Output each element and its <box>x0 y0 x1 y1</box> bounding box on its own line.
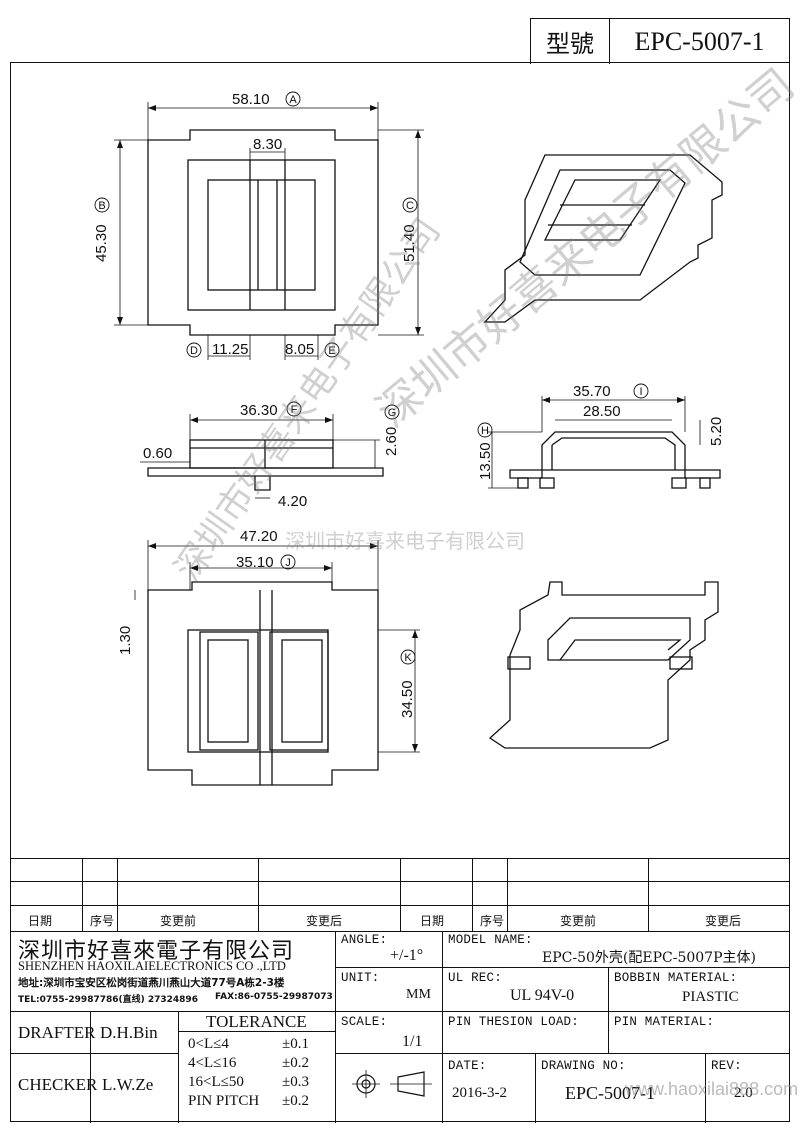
dim-d: 11.25 <box>212 341 248 358</box>
pin-material-label: PIN MATERIAL: <box>614 1015 715 1029</box>
drawing-no-value: EPC-5007-1 <box>565 1083 655 1103</box>
svg-text:D: D <box>190 345 198 357</box>
dim-bottom-pin: 4.20 <box>278 493 307 510</box>
ul-rec-value: UL 94V-0 <box>510 987 575 1004</box>
title-table: 日期 序号 变更前 变更后 日期 序号 变更前 变更后 深圳市好喜來電子有限公司… <box>10 858 798 1123</box>
company-address: 地址:深圳市宝安区松岗街道燕川燕山大道77号A栋2-3楼 <box>18 977 285 989</box>
top-view-window <box>187 159 336 311</box>
projection-symbol-icon <box>352 1070 432 1098</box>
tag-c: C <box>402 197 418 213</box>
svg-text:J: J <box>285 557 291 569</box>
hist-after-2: 变更后 <box>705 914 742 928</box>
dim-k: 34.50 <box>399 680 416 718</box>
checker-value: L.W.Ze <box>102 1075 154 1094</box>
bobbin-material-label: BOBBIN MATERIAL: <box>614 971 738 985</box>
tol-row-3: 16<L≤50±0.3 <box>188 1074 309 1090</box>
dim-c: 51.40 <box>401 224 418 262</box>
title-block: 型號 EPC-5007-1 <box>530 18 790 64</box>
dim-f: 36.30 <box>240 402 278 419</box>
svg-text:G: G <box>388 407 397 419</box>
top-view-outline <box>147 129 379 336</box>
hist-before-2: 变更前 <box>560 914 597 928</box>
dim-b: 45.30 <box>93 224 110 262</box>
hist-no-1: 序号 <box>90 914 115 928</box>
dim-top-inner: 8.30 <box>253 136 282 153</box>
dim-left-small: 0.60 <box>143 445 172 462</box>
model-number: EPC-5007-1 <box>634 26 765 56</box>
svg-text:E: E <box>328 345 335 357</box>
unit-label: UNIT: <box>341 971 380 985</box>
type-label: 型號 <box>531 19 610 64</box>
drafter-label: DRAFTER <box>18 1023 96 1042</box>
technical-drawing: 58.10 8.30 45.30 51.40 11.25 8.05 36.30 … <box>93 91 725 786</box>
angle-value: +/-1° <box>390 947 424 964</box>
dim-left-h: 1.30 <box>117 626 134 655</box>
tag-e: E <box>324 342 340 358</box>
drawing-sheet <box>10 62 790 1122</box>
tolerance-rows: 0<L≤4±0.1 4<L≤16±0.2 16<L≤50±0.3 PIN PIT… <box>188 1035 309 1111</box>
dim-j: 35.10 <box>236 554 274 571</box>
tag-g: G <box>384 404 400 420</box>
date-label: DATE: <box>448 1059 487 1073</box>
tolerance-label: TOLERANCE <box>206 1012 307 1031</box>
pin-thesion-label: PIN THESION LOAD: <box>448 1015 579 1029</box>
tag-k: K <box>400 649 416 665</box>
scale-label: SCALE: <box>341 1015 388 1029</box>
model-name-label: MODEL NAME: <box>448 933 533 947</box>
tag-j: J <box>280 554 296 570</box>
dim-right-h: 5.20 <box>708 417 725 446</box>
tol-row-2: 4<L≤16±0.2 <box>188 1055 309 1071</box>
checker-label: CHECKER <box>18 1075 98 1094</box>
company-fax: FAX:86-0755-29987073 <box>215 992 333 1002</box>
angle-label: ANGLE: <box>341 933 388 947</box>
dim-outer-w: 47.20 <box>240 528 278 545</box>
tag-i: I <box>633 383 649 399</box>
hist-after-1: 变更后 <box>306 914 343 928</box>
unit-value: MM <box>406 987 431 1002</box>
svg-text:H: H <box>481 425 489 437</box>
hist-no-2: 序号 <box>480 914 505 928</box>
company-tel: TEL:0755-29987786(直线) 27324896 <box>18 995 198 1005</box>
tol-row-1: 0<L≤4±0.1 <box>188 1036 309 1052</box>
svg-text:F: F <box>291 404 298 416</box>
dim-a: 58.10 <box>232 91 270 108</box>
svg-text:K: K <box>404 652 412 664</box>
iso-view-1 <box>483 154 723 323</box>
svg-text:C: C <box>406 200 414 212</box>
drafter-value: D.H.Bin <box>100 1023 158 1042</box>
ul-rec-label: UL REC: <box>448 971 502 985</box>
bobbin-material-value: PIASTIC <box>682 989 739 1005</box>
dim-e: 8.05 <box>285 341 314 358</box>
scale-value: 1/1 <box>402 1033 423 1050</box>
rev-value: 2.0 <box>734 1085 753 1101</box>
tol-row-4: PIN PITCH±0.2 <box>188 1093 309 1109</box>
dim-g: 2.60 <box>383 427 400 456</box>
hist-date-2: 日期 <box>420 914 445 928</box>
drawing-no-label: DRAWING NO: <box>541 1059 626 1073</box>
bottom-view-outline <box>147 581 379 786</box>
tag-b: B <box>94 197 110 213</box>
dim-i: 35.70 <box>573 383 611 400</box>
model-name-value: EPC-50外壳(配EPC-5007P主体) <box>542 950 756 966</box>
tag-f: F <box>286 401 302 417</box>
svg-text:I: I <box>639 386 642 398</box>
hist-date-1: 日期 <box>28 914 53 928</box>
watermark-horizontal: 深圳市好喜来电子有限公司 <box>285 529 525 553</box>
tag-a: A <box>285 91 301 107</box>
side-view-body <box>509 431 721 479</box>
company-name-en: SHENZHEN HAOXILAIELECTRONICS CO .,LTD <box>18 959 286 973</box>
date-value: 2016-3-2 <box>452 1085 507 1101</box>
tag-d: D <box>186 342 202 358</box>
company-name-cn: 深圳市好喜來電子有限公司 <box>18 939 295 964</box>
hist-before-1: 变更前 <box>160 914 197 928</box>
dim-inner-w: 28.50 <box>583 403 621 420</box>
tag-h: H <box>477 422 493 438</box>
svg-text:A: A <box>289 94 297 106</box>
dim-h: 13.50 <box>477 442 494 480</box>
iso-view-2 <box>488 581 719 749</box>
svg-text:B: B <box>98 200 105 212</box>
rev-label: REV: <box>711 1059 742 1073</box>
watermark-url: www.haoxilai888.com <box>625 1079 799 1099</box>
